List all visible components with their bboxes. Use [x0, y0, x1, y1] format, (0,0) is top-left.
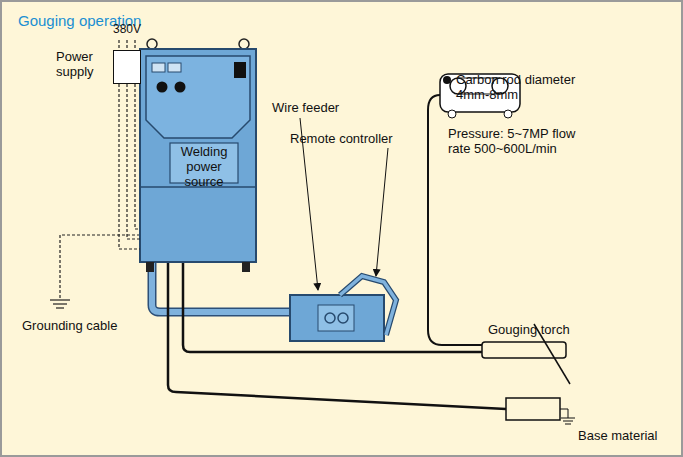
- pressure-note: Pressure: 5~7MP flow rate 500~600L/min: [448, 126, 598, 156]
- power-source-cabinet: [140, 39, 256, 272]
- carbon-rod-note: Carbon rod diameter 4mm-8mm: [456, 72, 606, 102]
- wire-feeder: [290, 276, 396, 341]
- feeder-hose: [152, 262, 292, 312]
- welding-cables: [168, 262, 506, 409]
- bullet: [443, 76, 451, 84]
- power-supply-box: Power supply: [113, 50, 141, 84]
- supply-connector: [119, 84, 140, 249]
- node-label: Power supply: [56, 49, 106, 79]
- node-label: Welding power source: [170, 144, 238, 189]
- part-label: Wire feeder: [272, 100, 339, 115]
- base-material: [506, 398, 575, 424]
- supply-lines: [119, 40, 135, 50]
- part-label: Remote controller: [290, 131, 393, 146]
- grounding-cable: [50, 235, 140, 308]
- voltage-label: 380V: [113, 22, 141, 37]
- part-label: Base material: [578, 428, 657, 443]
- power-source-box: Welding power source: [140, 49, 256, 262]
- feeder-hose: [152, 262, 292, 312]
- part-label: Grounding cable: [22, 318, 117, 333]
- part-label: Gouging torch: [488, 322, 570, 337]
